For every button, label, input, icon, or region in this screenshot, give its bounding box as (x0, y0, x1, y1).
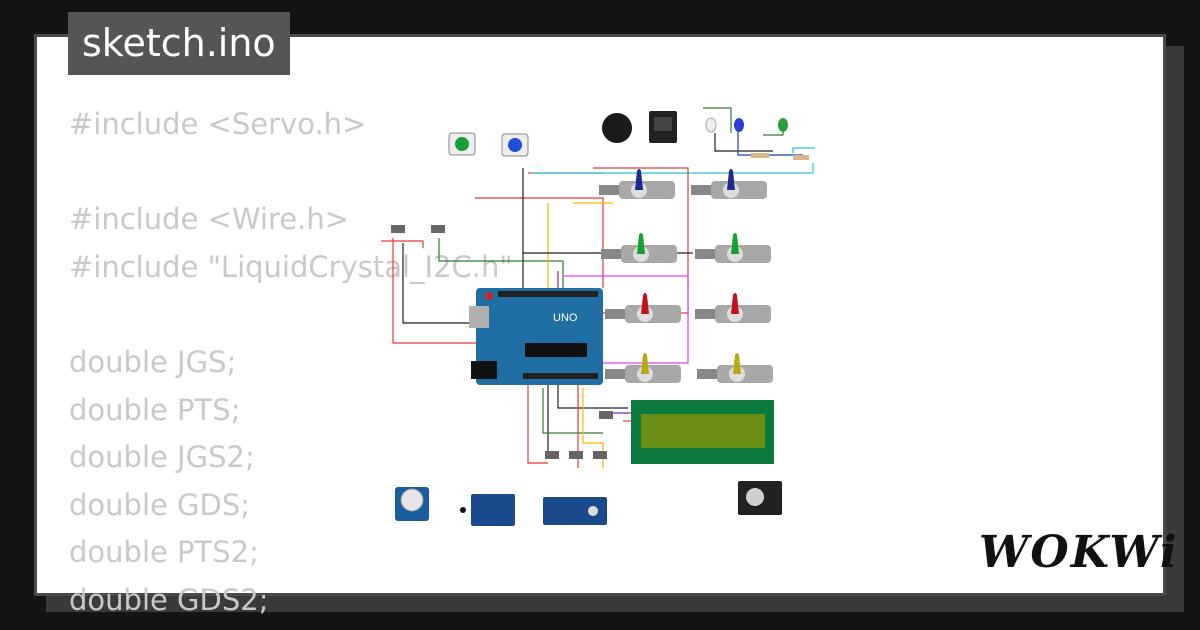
green-pushbutton[interactable] (448, 132, 476, 156)
code-line: #include <Servo.h> (69, 107, 367, 141)
rotary-encoder[interactable] (738, 481, 782, 515)
wokwi-logo: WOKWi (979, 527, 1179, 578)
servo-motors (599, 169, 773, 383)
arduino-label: UNO (553, 312, 578, 324)
buzzer (602, 113, 632, 143)
preview-card: #include <Servo.h> #include <Wire.h> #in… (34, 34, 1177, 617)
circuit-diagram: UNO (381, 107, 815, 526)
arduino-uno-board: UNO (469, 288, 603, 385)
code-line: double JGS2; (69, 440, 255, 475)
code-preview: #include <Servo.h> #include <Wire.h> #in… (69, 101, 513, 625)
sensor-module-2 (543, 497, 607, 525)
potentiometer[interactable] (395, 487, 429, 521)
code-line: double PTS2; (69, 535, 259, 570)
code-line: double PTS; (69, 392, 241, 427)
sensor-module-1 (460, 494, 515, 526)
code-line: #include "LiquidCrystal_I2C.h" (69, 249, 513, 284)
slide-switches[interactable] (391, 225, 613, 459)
code-line: double GDS; (69, 487, 251, 522)
leds (705, 117, 809, 160)
code-line: double JGS; (69, 344, 237, 379)
blue-pushbutton[interactable] (501, 133, 529, 157)
code-line: #include <Wire.h> (69, 202, 350, 237)
lcd-display (631, 400, 774, 464)
code-line: double GDS2; (69, 582, 269, 617)
dht-sensor (649, 111, 677, 143)
file-tab[interactable]: sketch.ino (68, 12, 290, 75)
